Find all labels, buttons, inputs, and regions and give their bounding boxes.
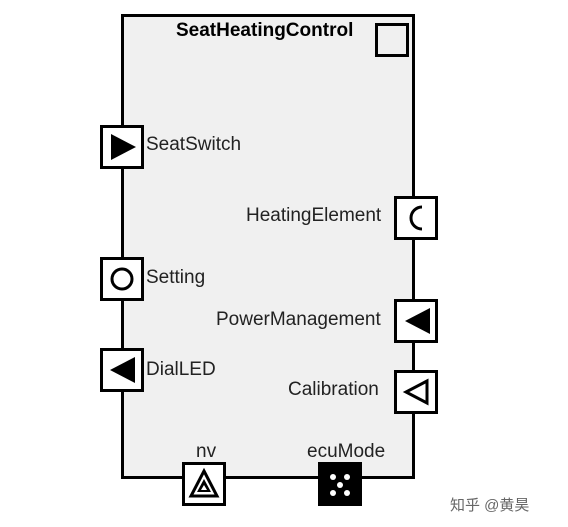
dialled-port[interactable] (100, 348, 144, 392)
powermanagement-port[interactable] (394, 299, 438, 343)
receiver-port-icon (111, 134, 136, 160)
nv-port[interactable] (182, 462, 226, 506)
heatingelement-label: HeatingElement (246, 205, 382, 226)
watermark: 知乎 @黄昊 (450, 497, 530, 514)
parameter-port-icon (110, 267, 134, 291)
sender-port-icon (405, 308, 430, 334)
component-body[interactable] (121, 14, 415, 479)
mode-port-icon (330, 474, 350, 496)
sender-port-icon (110, 357, 135, 383)
powermanagement-label: PowerManagement (216, 309, 381, 330)
heatingelement-port[interactable] (394, 196, 438, 240)
setting-port[interactable] (100, 257, 144, 301)
component-title: SeatHeatingControl (176, 20, 354, 41)
setting-label: Setting (146, 267, 206, 288)
calibration-label: Calibration (288, 379, 379, 400)
client-port-icon (409, 205, 423, 231)
nv-label: nv (196, 441, 217, 462)
seatswitch-port[interactable] (100, 125, 144, 169)
dialled-label: DialLED (146, 359, 216, 380)
seatswitch-label: SeatSwitch (146, 134, 242, 155)
nvdata-port-icon (188, 467, 220, 498)
ecumode-label: ecuMode (307, 441, 386, 462)
component-square-icon (375, 23, 409, 57)
calibration-port[interactable] (394, 370, 438, 414)
calibration-port-icon (402, 378, 429, 406)
ecumode-port[interactable] (318, 462, 362, 506)
